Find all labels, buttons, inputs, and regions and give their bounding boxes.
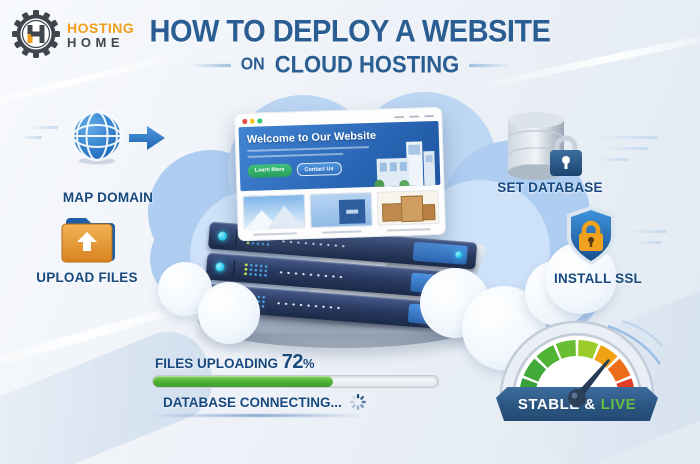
speed-line [596, 136, 658, 139]
speed-line [627, 230, 667, 233]
files-uploading-label: FILES UPLOADING 72% [155, 351, 315, 373]
step-label-set-database: SET DATABASE [497, 180, 603, 195]
speed-line [20, 136, 42, 139]
placeholder-text-line [252, 232, 297, 236]
browser-window: Welcome to Our Website Learn More Contac… [234, 106, 446, 242]
server-vent-dots-icon [277, 269, 344, 279]
swoosh-underline [150, 414, 365, 417]
gear-badge-icon [12, 10, 60, 58]
upload-percent-value: 72 [281, 351, 304, 373]
window-close-dot-icon [242, 119, 247, 124]
server-led-icon [217, 231, 228, 241]
window-menu-dashes-icon [394, 114, 435, 118]
database-lock-icon [508, 112, 582, 180]
ssl-shield-icon [567, 206, 615, 265]
window-minimize-dot-icon [249, 118, 255, 124]
database-connecting-status: DATABASE CONNECTING... [163, 393, 367, 411]
speed-line [635, 241, 661, 244]
upload-progress-bar [152, 375, 439, 388]
speed-line [598, 158, 628, 161]
upload-folder-icon [61, 218, 115, 263]
globe-icon [72, 111, 122, 165]
step-label-upload-files: UPLOAD FILES [36, 270, 138, 285]
logo-word-home: HOME [67, 35, 124, 51]
title-line2: ON CLOUD HOSTING [140, 51, 560, 79]
step-label-install-ssl: INSTALL SSL [554, 271, 642, 286]
placeholder-text-line [321, 230, 362, 234]
server-vent-dots-icon [279, 238, 346, 248]
page-title: HOW TO DEPLOY A WEBSITE ON CLOUD HOSTING [140, 14, 560, 79]
card-image-mountain [242, 194, 306, 231]
card-image-boxes [376, 189, 440, 226]
contact-us-button: Contact Us [296, 161, 342, 177]
speed-line [604, 147, 648, 150]
placeholder-text-line [247, 152, 344, 158]
hosting-home-logo: HOSTING HOME [12, 10, 134, 58]
title-dash [188, 63, 231, 67]
title-dash [469, 63, 512, 67]
building-illustration-icon [374, 141, 436, 188]
title-line1: HOW TO DEPLOY A WEBSITE [149, 14, 551, 50]
gauge-needle-icon [568, 320, 663, 407]
server-led-icon [454, 250, 463, 259]
content-cards-row [241, 189, 442, 231]
server-vent-dots-icon [274, 300, 341, 310]
logo-word-hosting: HOSTING [67, 20, 135, 37]
loading-spinner-icon [349, 394, 366, 410]
arrow-right-icon [129, 126, 165, 150]
learn-more-button: Learn More [247, 163, 292, 178]
hero-section: Welcome to Our Website Learn More Contac… [238, 120, 441, 192]
server-led-grid-icon [242, 262, 269, 278]
window-maximize-dot-icon [257, 118, 262, 124]
progress-fill [153, 376, 333, 387]
step-label-map-domain: MAP DOMAIN [62, 190, 154, 205]
placeholder-text-line [386, 228, 431, 232]
server-led-icon [215, 262, 225, 272]
background-band [0, 319, 225, 464]
server-drive-panel [412, 241, 468, 265]
card-image-building [309, 192, 373, 228]
placeholder-text-line [247, 146, 370, 152]
speed-line [28, 126, 58, 129]
